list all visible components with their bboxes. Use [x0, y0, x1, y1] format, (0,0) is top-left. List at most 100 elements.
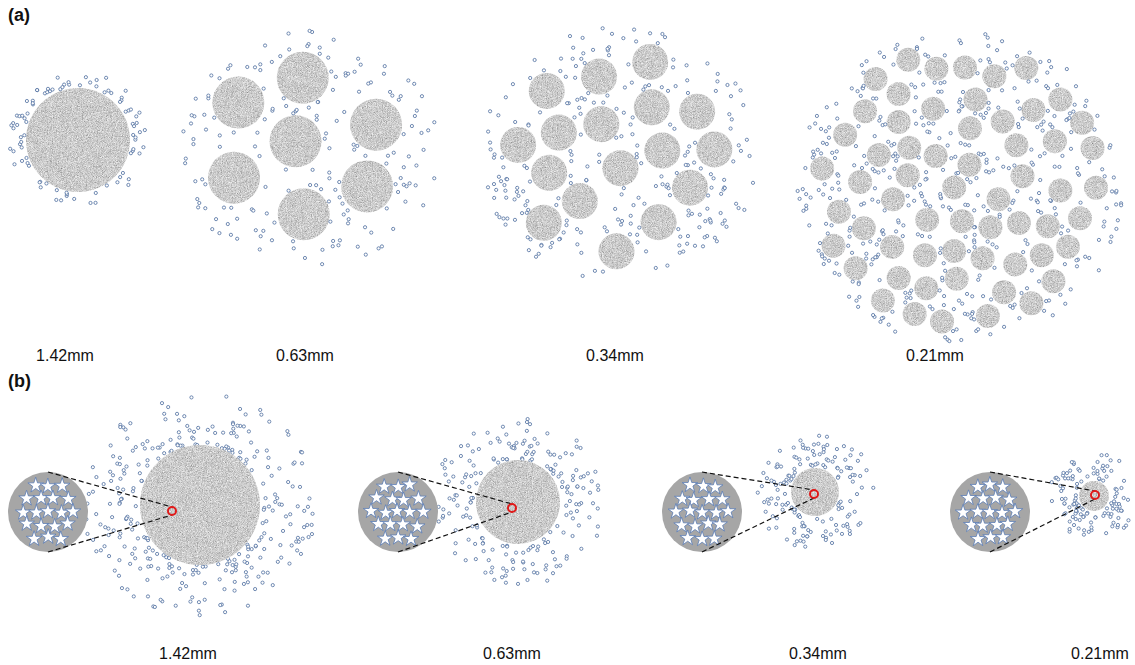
fine-particle: [840, 532, 843, 535]
fine-particle: [404, 200, 407, 203]
fine-particle: [654, 184, 657, 187]
fine-particle: [505, 544, 508, 547]
fine-particle: [231, 423, 234, 426]
fine-particle: [474, 472, 477, 475]
fine-particle: [410, 124, 413, 127]
fine-particle: [192, 143, 195, 146]
fine-particle: [216, 443, 219, 446]
pore-particle: [376, 479, 392, 494]
fine-particle: [479, 471, 482, 474]
fine-particle: [347, 218, 350, 221]
fine-particle: [1000, 89, 1003, 92]
fine-particle: [730, 118, 733, 121]
fine-particle: [686, 79, 689, 82]
fine-particle: [342, 213, 345, 216]
fine-particle: [615, 136, 618, 139]
fine-particle: [95, 78, 98, 81]
pore-particle: [371, 516, 387, 531]
coarse-particle: [963, 87, 987, 111]
fine-particle: [924, 203, 927, 206]
fine-particle: [89, 81, 92, 84]
fine-particle: [146, 595, 149, 598]
fine-particle: [873, 187, 876, 190]
fine-particle: [189, 122, 192, 125]
fine-particle: [1009, 304, 1012, 307]
fine-particle: [596, 525, 599, 528]
fine-particle: [606, 94, 609, 97]
fine-particle: [161, 577, 164, 580]
fine-particle: [524, 204, 527, 207]
fine-particle: [110, 479, 113, 482]
fine-particle: [601, 270, 604, 273]
fine-particle: [922, 83, 925, 86]
fine-particle: [648, 32, 651, 35]
fine-particle: [132, 595, 135, 598]
fine-particle: [353, 70, 356, 73]
fine-particle: [790, 477, 793, 480]
fine-particle: [1046, 87, 1049, 90]
fine-particle: [111, 516, 114, 519]
fine-particle: [465, 473, 468, 476]
fine-particle: [686, 150, 689, 153]
fine-particle: [1079, 201, 1082, 204]
fine-particle: [666, 89, 669, 92]
fine-particle: [1064, 302, 1067, 305]
fine-particle: [669, 123, 672, 126]
fine-particle: [420, 95, 423, 98]
fine-particle: [1118, 505, 1121, 508]
fine-particle: [505, 458, 508, 461]
fine-particle: [580, 547, 583, 550]
fine-particle: [1050, 499, 1053, 502]
fine-particle: [1043, 152, 1046, 155]
fine-particle: [280, 503, 283, 506]
size-label: 1.42mm: [36, 348, 94, 364]
fine-particle: [469, 516, 472, 519]
fine-particle: [516, 186, 519, 189]
fine-particle: [631, 116, 634, 119]
fine-particle: [807, 447, 810, 450]
fine-particle: [1086, 511, 1089, 514]
fine-particle: [565, 557, 568, 560]
fine-particle: [574, 76, 577, 79]
fine-particle: [923, 200, 926, 203]
fine-particle: [1098, 478, 1101, 481]
fine-particle: [1007, 167, 1010, 170]
fine-particle: [496, 437, 499, 440]
fine-particle: [786, 501, 789, 504]
fine-particle: [957, 110, 960, 113]
fine-particle: [607, 54, 610, 57]
fine-particle: [328, 171, 331, 174]
fine-particle: [1115, 203, 1118, 206]
fine-particle: [579, 112, 582, 115]
fine-particle: [138, 111, 141, 114]
fine-particle: [413, 82, 416, 85]
fine-particle: [579, 231, 582, 234]
fine-particle: [1049, 199, 1052, 202]
fine-particle: [189, 600, 192, 603]
fine-particle: [118, 100, 121, 103]
coarse-particle: [1048, 178, 1072, 202]
fine-particle: [895, 159, 898, 162]
fine-particle: [254, 229, 257, 232]
fine-particle: [1093, 128, 1096, 131]
coarse-particle: [924, 57, 948, 81]
fine-particle: [1090, 526, 1093, 529]
coarse-particle: [982, 64, 1006, 88]
fine-particle: [99, 549, 102, 552]
fine-particle: [1068, 116, 1071, 119]
fine-particle: [95, 512, 98, 515]
fine-particle: [488, 110, 491, 113]
fine-particle: [971, 295, 974, 298]
fine-particle: [988, 61, 991, 64]
fine-particle: [527, 123, 530, 126]
fine-particle: [392, 151, 395, 154]
fine-particle: [687, 214, 690, 217]
fine-particle: [915, 47, 918, 50]
fine-particle: [837, 181, 840, 184]
fine-particle: [1027, 80, 1030, 83]
fine-particle: [1074, 497, 1077, 500]
coarse-particle: [1019, 291, 1043, 315]
fine-particle: [1068, 112, 1071, 115]
fine-particle: [781, 508, 784, 511]
fine-particle: [261, 581, 264, 584]
